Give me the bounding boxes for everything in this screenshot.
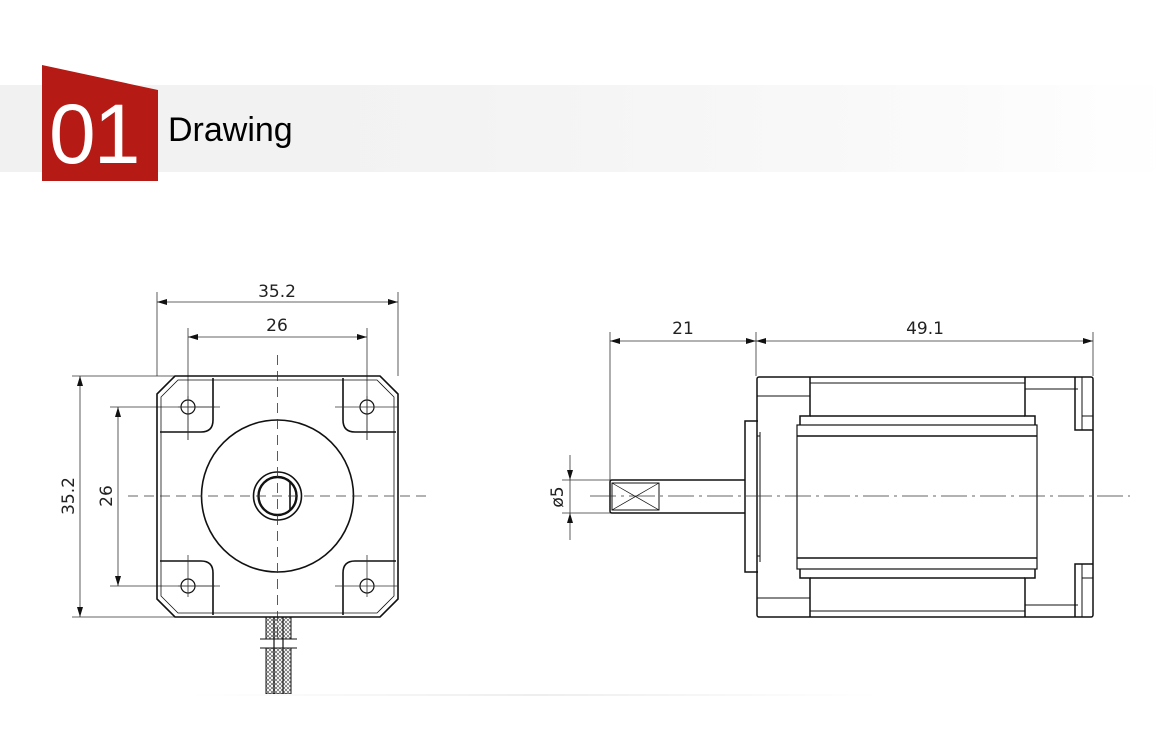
section-number-badge [42, 65, 158, 181]
dim-width-holes: 26 [266, 316, 288, 336]
front-view: 35.2 26 35.2 26 [59, 282, 428, 695]
header-band [0, 85, 1170, 172]
dim-shaft-diameter: ø5 [548, 486, 568, 507]
dim-body-length: 49.1 [906, 319, 944, 339]
dim-width-outer: 35.2 [258, 282, 296, 302]
cable [260, 616, 297, 695]
section-title: Drawing [168, 111, 293, 149]
dim-shaft-length: 21 [672, 319, 694, 339]
dim-height-holes: 26 [97, 485, 117, 507]
section-number: 01 [49, 87, 140, 181]
side-view: 21 49.1 ø5 [548, 319, 1130, 618]
dim-height-outer: 35.2 [59, 477, 79, 515]
divider [190, 694, 880, 696]
